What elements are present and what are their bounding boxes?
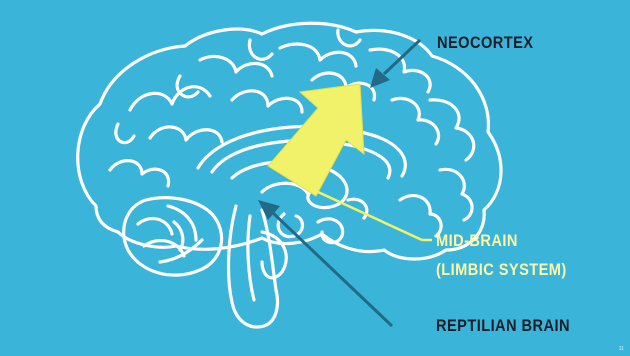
midbrain-label: MID-BRAIN bbox=[436, 231, 518, 251]
cortex-fold bbox=[232, 91, 302, 112]
brainstem bbox=[229, 206, 278, 327]
neocortex-arrow bbox=[370, 40, 420, 88]
neocortex-label: NEOCORTEX bbox=[437, 33, 533, 53]
cortex-fold bbox=[370, 49, 430, 92]
midbrain-leader-line bbox=[318, 192, 422, 240]
yellow-arrow bbox=[268, 84, 364, 196]
cerebellum bbox=[124, 198, 222, 275]
reptilian-brain-label: REPTILIAN BRAIN bbox=[436, 316, 570, 336]
page-number: 11 bbox=[619, 346, 624, 352]
yellow-arrow-shape bbox=[268, 84, 364, 196]
brainstem-inner bbox=[248, 216, 254, 300]
cortex-fold bbox=[150, 127, 222, 142]
cortex-fold bbox=[249, 40, 272, 59]
cerebellum-fold bbox=[138, 219, 172, 234]
cortex-fold bbox=[440, 169, 472, 220]
cortex-fold bbox=[392, 98, 439, 144]
limbic-curl bbox=[278, 214, 302, 237]
cortex-fold bbox=[280, 44, 356, 66]
limbic-curl bbox=[348, 199, 367, 218]
limbic-system-label: (LIMBIC SYSTEM) bbox=[436, 260, 567, 280]
cortex-fold bbox=[116, 124, 134, 143]
cortex-fold bbox=[130, 87, 210, 110]
cortex-fold bbox=[400, 196, 441, 236]
cortex-fold bbox=[110, 161, 169, 186]
